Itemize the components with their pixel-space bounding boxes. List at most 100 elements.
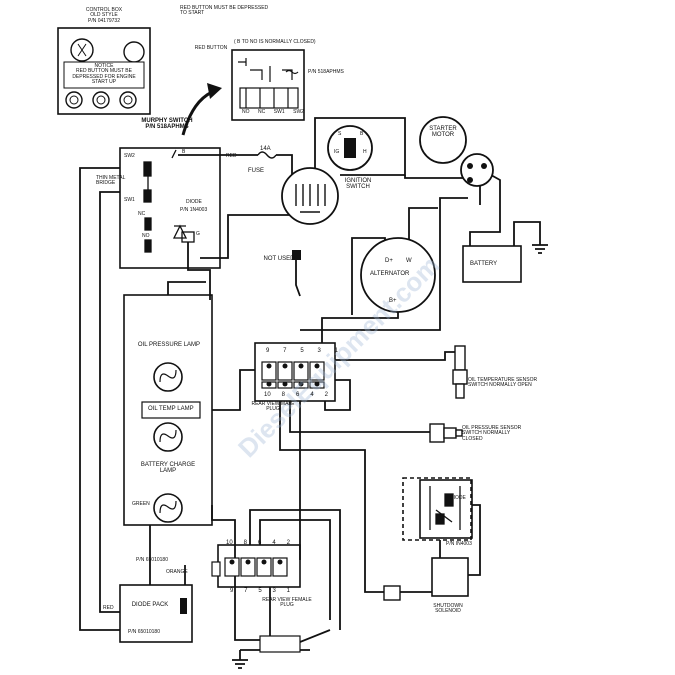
fpin-8: 8 [243,540,248,546]
ign-terminal-h: H [363,149,367,155]
label-orange: ORANGE [166,569,188,575]
label-red-left: RED [103,605,114,611]
female-plug-bottom-numbers: 9 7 5 3 1 [230,588,290,594]
fpin-3: 3 [272,588,276,594]
label-battery: BATTERY [470,261,498,267]
label-w: W [406,258,412,264]
murphy-title-text: MURPHY SWITCH [141,118,193,124]
pin-7: 7 [283,348,287,354]
label-male-plug: REAR VIEW MALE PLUG [251,401,295,413]
label-fuse-amp: 14A [260,146,271,152]
label-b: B [182,149,186,155]
control-gauge-1 [65,91,83,109]
label-no: NO [142,233,150,239]
fpin-6: 6 [258,540,262,546]
fpin-2: 2 [286,540,290,546]
label-not-used: NOT USED [263,256,295,262]
fpin-10: 10 [226,540,233,546]
label-bridge: THIN METAL BRIDGE [96,175,126,187]
control-box-part: P/N 04179732 [88,17,120,24]
label-diode: DIODE [186,199,202,205]
terminal-sw2: SW2 [293,109,304,115]
label-diode-pack-part: P/N 65010180 [128,629,160,635]
label-g: G [196,231,200,237]
fpin-1: 1 [286,588,290,594]
fpin-9: 9 [230,588,234,594]
starter-solenoid [460,153,494,187]
solenoid-diode-box [402,477,472,541]
ign-terminal-b: B [360,131,364,137]
control-notice: NOTICE RED BUTTON MUST BE DEPRESSED FOR … [66,63,142,85]
pin-8: 8 [281,392,286,398]
control-notice-text: RED BUTTON MUST BE DEPRESSED FOR ENGINE … [72,68,136,85]
red-button-note: RED BUTTON MUST BE DEPRESSED TO START [180,5,269,17]
ign-terminal-ig: IG [334,149,340,155]
terminal-no: NO [242,109,250,115]
solenoid-diode-inner [419,479,473,539]
pin-9: 9 [266,348,270,354]
label-d-plus: D+ [385,258,393,264]
control-red-button [123,41,145,63]
label-diode-pack-part-top: P/N 65010180 [136,557,168,563]
terminal-nc: NC [258,109,266,115]
label-shutdown: SHUTDOWN SOLENOID [433,603,463,615]
control-box-title: CONTROL BOX OLD STYLE P/N 04179732 [62,7,146,24]
murphy-switch-box [119,147,221,269]
control-notice-box [63,61,145,89]
label-sol-diode: DIODE [450,495,466,501]
battery-box [462,245,522,283]
male-plug-top-numbers: 9 7 5 3 1 [266,348,338,354]
female-plug-top-numbers: 10 8 6 4 2 [226,540,290,546]
label-diode-part: P/N 1N4003 [180,207,208,213]
label-nc: NC [138,211,146,217]
ign-terminal-s: S [338,131,342,137]
alternator-body [360,237,436,313]
pin-10: 10 [264,392,271,398]
control-box-subtitle: OLD STYLE [90,12,118,19]
switch-detail-outline [231,49,305,121]
oil-pressure-sensor-body [429,423,445,443]
control-gauge-2 [92,91,110,109]
male-plug-bottom-numbers: 10 8 6 4 2 [264,392,328,398]
label-fuse: FUSE [248,168,265,174]
control-gauge-3 [119,91,137,109]
label-battery-charge-lamp: BATTERY CHARGE LAMP [140,462,196,475]
pin-4: 4 [310,392,314,398]
fpin-5: 5 [258,588,262,594]
pin-6: 6 [296,392,300,398]
murphy-part: P/N 518APHMS [145,124,189,131]
pin-5: 5 [300,348,304,354]
control-box-outline [57,27,151,115]
control-notice-heading: NOTICE [94,63,114,69]
switch-part: P/N 518APHMS [308,69,344,75]
starter-motor-body [419,116,467,164]
label-oil-temp-lamp: OIL TEMP LAMP [148,406,194,412]
switch-note: ( B TO NO IS NORMALLY CLOSED) [234,39,316,45]
battery-charge-lamp-bulb [153,493,183,523]
label-b-plus: B+ [389,298,397,304]
switch-terminals: NO NC SW1 SW2 [242,109,304,115]
oil-temp-sensor-body [454,345,466,371]
fpin-4: 4 [272,540,276,546]
oil-pressure-lamp-bulb [153,362,183,392]
pin-3: 3 [317,348,321,354]
label-oil-pressure-lamp: OIL PRESSURE LAMP [137,342,201,348]
control-box-title-text: CONTROL BOX [85,7,123,13]
label-alternator: ALTERNATOR [370,271,410,277]
red-button-label: RED BUTTON [194,45,228,51]
label-ignition: IGNITION SWITCH [344,178,372,191]
label-starter: STARTER MOTOR [429,126,457,139]
pin-1: 1 [334,348,338,354]
label-female-plug: REAR VIEW FEMALE PLUG [262,597,312,609]
label-diode-pack: DIODE PACK [131,602,169,608]
label-sw1: SW1 [124,197,135,203]
label-sol-diode-part: P/N IN4003 [446,541,472,547]
murphy-switch-title: MURPHY SWITCH P/N 518APHMS [122,118,212,131]
label-oil-press-sensor: OIL PRESSURE SENSOR SWITCH NORMALLY CLOS… [462,425,522,442]
oil-temp-lamp-bulb [153,422,183,452]
terminal-sw1: SW1 [273,109,285,115]
fpin-7: 7 [244,588,248,594]
label-sw2: SW2 [124,153,135,159]
